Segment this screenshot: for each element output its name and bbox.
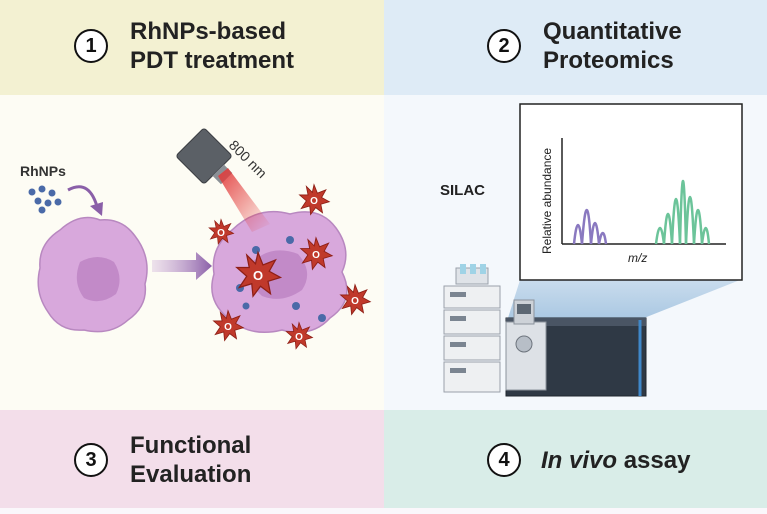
- svg-text:O: O: [312, 250, 320, 261]
- panel4-title: In vivo assay: [541, 446, 690, 475]
- svg-text:O: O: [253, 268, 263, 283]
- rhnps-label: RhNPs: [20, 163, 66, 179]
- step-number-2: 2: [487, 29, 521, 63]
- svg-text:O: O: [224, 322, 232, 333]
- spectrum-ylabel: Relative abundance: [540, 148, 554, 254]
- transition-arrow: [152, 252, 212, 280]
- svg-text:O: O: [295, 332, 303, 343]
- silac-label: SILAC: [440, 182, 485, 199]
- step-number-3: 3: [74, 443, 108, 477]
- spectrum-xlabel: m/z: [628, 251, 647, 265]
- nucleus-before: [76, 257, 120, 302]
- panel4-title-rest: assay: [617, 446, 691, 474]
- panel4-header-bg: [384, 410, 767, 508]
- panel1-title-line1: RhNPs-based: [130, 18, 287, 45]
- panel1-title: RhNPs-based PDT treatment: [130, 17, 294, 75]
- zoom-cone: [508, 280, 740, 318]
- panel3-title: Functional Evaluation: [130, 431, 251, 489]
- mass-spectrometer: [505, 299, 647, 397]
- ros-labels: O O O O O O O: [217, 196, 359, 343]
- bottom-strip: [0, 508, 767, 514]
- light-peaks: [572, 208, 608, 245]
- panel2-header-bg: [384, 0, 767, 95]
- hplc-instrument: [443, 264, 501, 393]
- laser-beam: [218, 168, 270, 232]
- svg-text:O: O: [310, 196, 318, 207]
- svg-text:O: O: [217, 228, 225, 239]
- panel1-header-bg: [0, 0, 384, 95]
- step-number-4: 4: [487, 443, 521, 477]
- panel3-title-line1: Functional: [130, 432, 252, 459]
- panel1-header: 1 RhNPs-based PDT treatment: [74, 16, 294, 76]
- panel2-header: 2 Quantitative Proteomics: [487, 16, 682, 76]
- spectrum-box: [519, 103, 743, 281]
- svg-text:O: O: [351, 296, 359, 307]
- uptake-arrow-head: [90, 202, 103, 216]
- panel2-title-line2: Proteomics: [543, 47, 674, 74]
- panel4-header: 4 In vivo assay: [487, 440, 690, 480]
- panel4-title-italic: In vivo: [541, 446, 618, 474]
- panel2-title-line1: Quantitative: [543, 18, 682, 45]
- rhnp-dots: [28, 185, 62, 214]
- panel3-header: 3 Functional Evaluation: [74, 430, 251, 490]
- panel3-title-line2: Evaluation: [130, 461, 252, 488]
- panel3-header-bg: [0, 410, 384, 508]
- step-number-1: 1: [74, 29, 108, 63]
- panel1-title-line2: PDT treatment: [130, 47, 295, 74]
- heavy-peaks: [654, 179, 711, 245]
- panel2-title: Quantitative Proteomics: [543, 17, 682, 75]
